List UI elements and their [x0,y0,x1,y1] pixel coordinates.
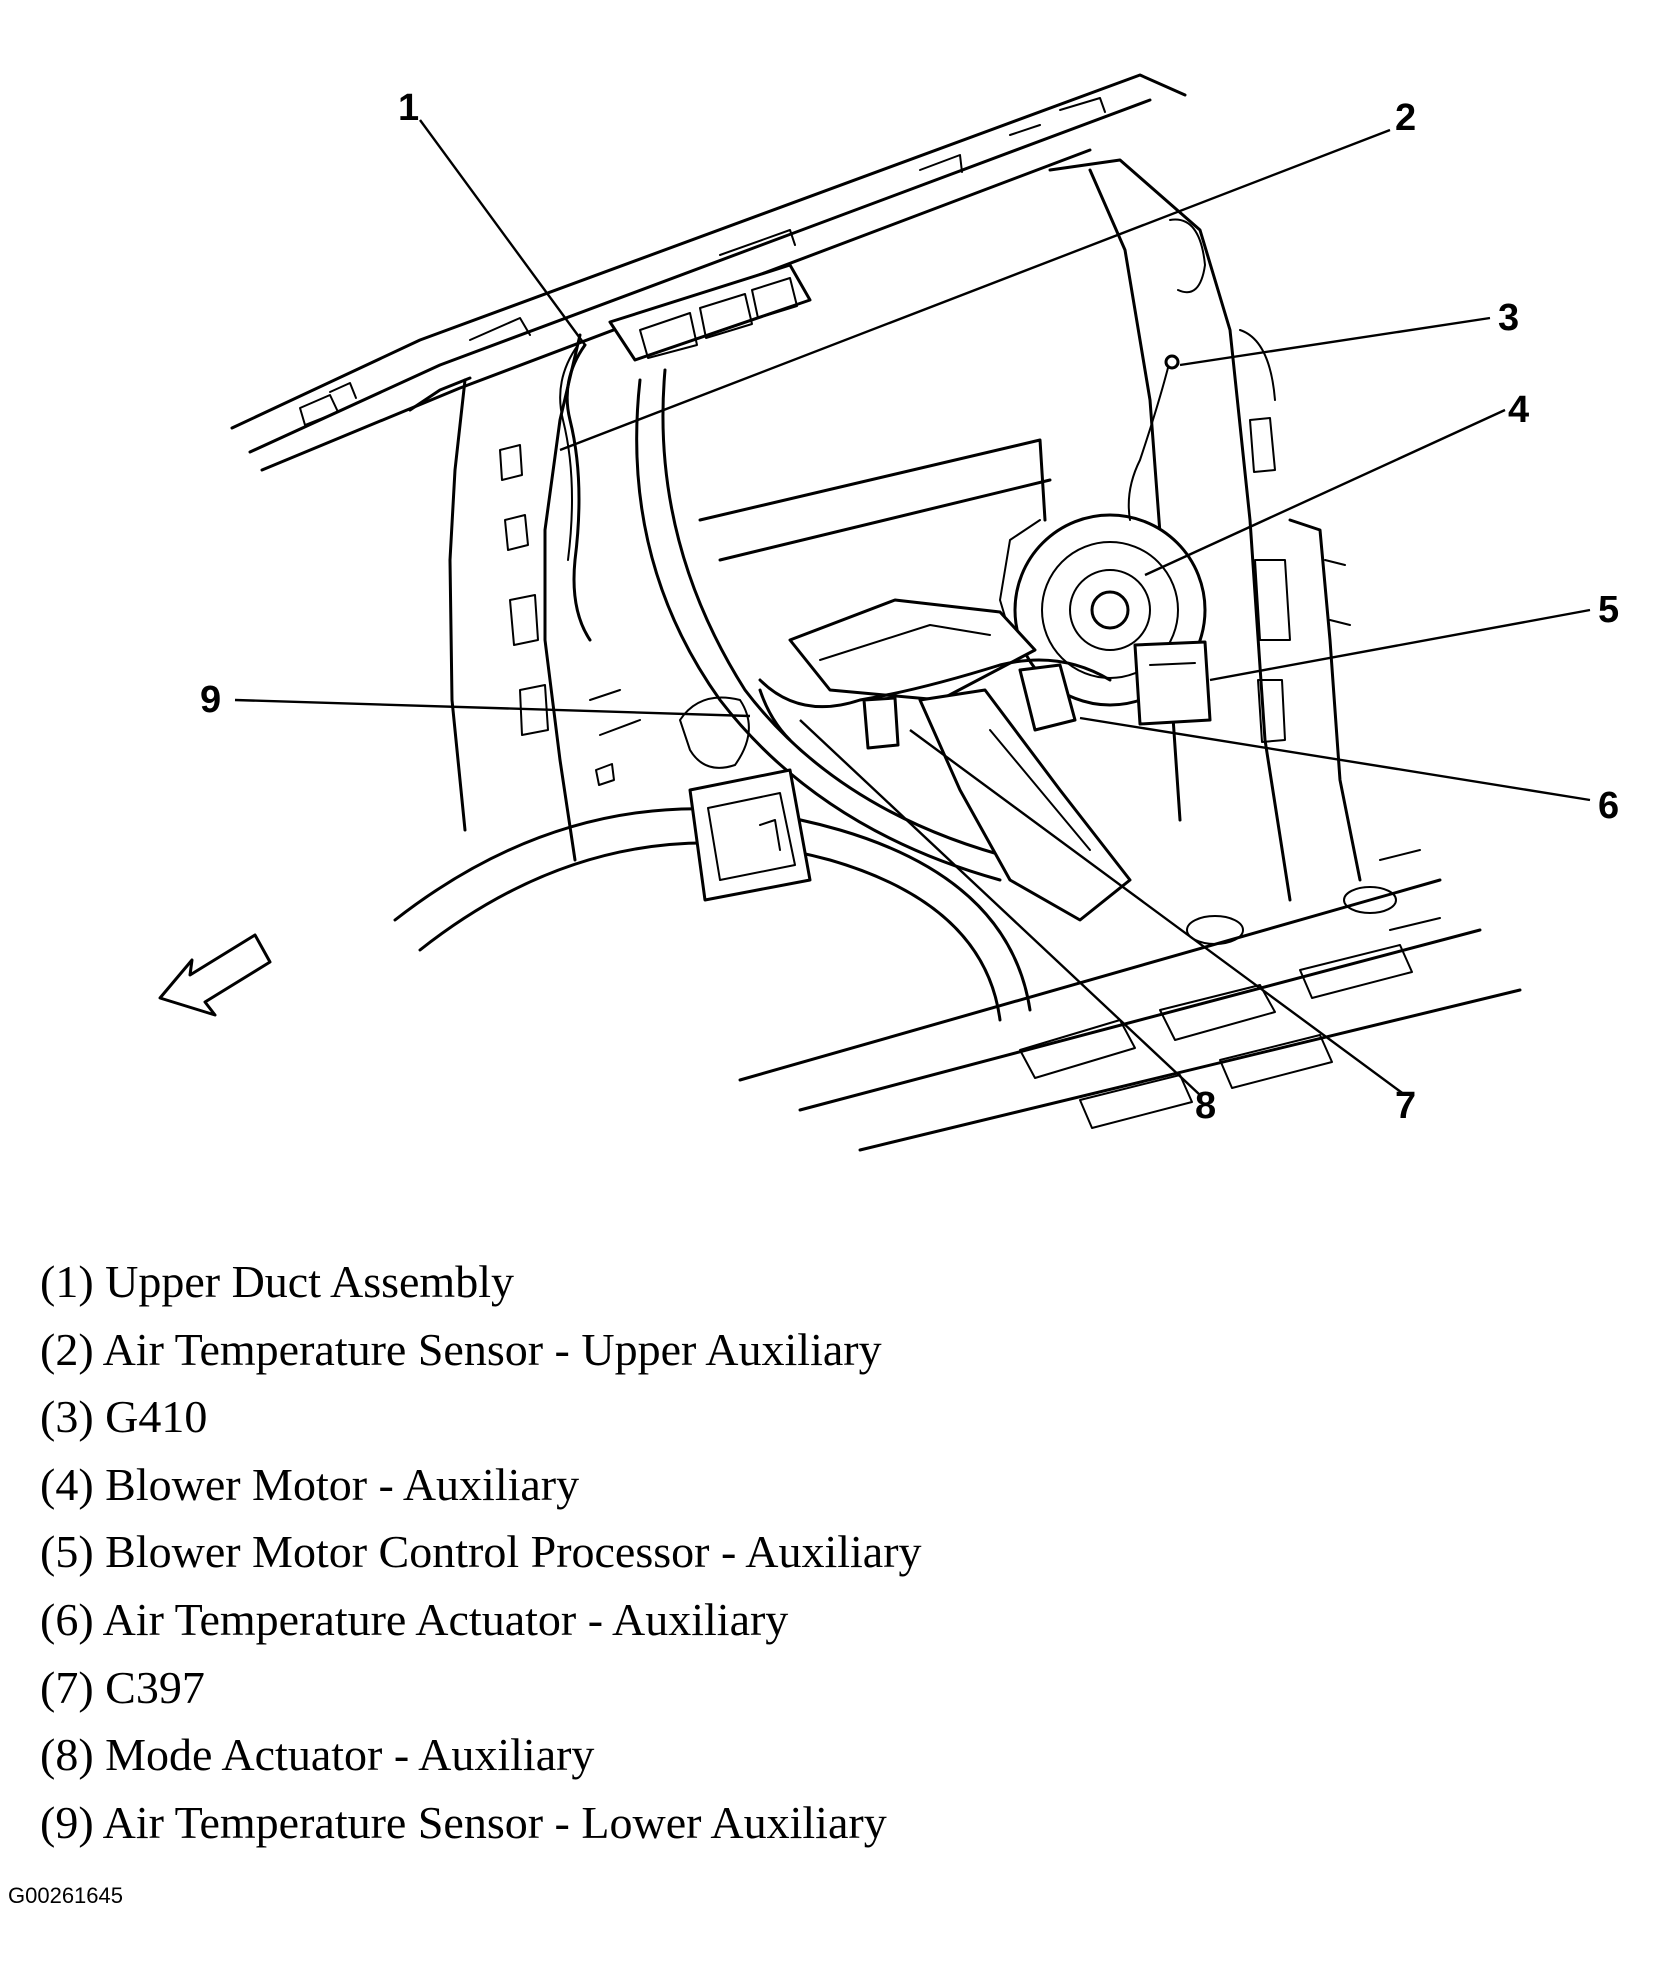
legend-item-8: (8) Mode Actuator - Auxiliary [40,1729,595,1781]
figure-identifier: G00261645 [8,1883,123,1908]
callout-2: 2 [1395,97,1416,139]
callout-9: 9 [200,679,221,721]
legend-item-2: (2) Air Temperature Sensor - Upper Auxil… [40,1323,882,1375]
callout-3: 3 [1498,297,1519,339]
legend-item-9: (9) Air Temperature Sensor - Lower Auxil… [40,1796,887,1848]
legend-item-5: (5) Blower Motor Control Processor - Aux… [40,1526,922,1578]
callout-8: 8 [1195,1085,1216,1127]
leader-line-8 [799,719,1201,1096]
legend-item-7: (7) C397 [40,1661,205,1713]
leader-line-5 [1209,608,1591,682]
leader-line-4 [1144,408,1506,577]
leader-line-1 [419,119,586,346]
legend-item-4: (4) Blower Motor - Auxiliary [40,1458,580,1510]
callout-6: 6 [1598,785,1619,827]
callout-numbers: 1 2 3 4 5 6 7 8 9 [200,87,1619,1127]
callout-7: 7 [1395,1085,1416,1127]
component-legend: (1) Upper Duct Assembly (2) Air Temperat… [40,1248,922,1856]
leader-line-9 [234,698,751,718]
forward-direction-arrow-icon [158,933,272,1017]
hvac-auxiliary-component-diagram: 1 2 3 4 5 6 7 8 9 [158,73,1619,1152]
leader-line-3 [1179,316,1491,367]
leader-line-6 [1079,716,1591,802]
vehicle-body-linework [158,73,1522,1152]
legend-item-3: (3) G410 [40,1391,208,1443]
leader-lines [234,119,1591,1096]
leader-line-7 [909,729,1406,1096]
leader-line-2 [559,128,1391,452]
callout-1: 1 [398,87,419,129]
callout-4: 4 [1508,389,1529,431]
legend-item-1: (1) Upper Duct Assembly [40,1256,514,1307]
callout-5: 5 [1598,589,1619,631]
legend-item-6: (6) Air Temperature Actuator - Auxiliary [40,1593,789,1645]
